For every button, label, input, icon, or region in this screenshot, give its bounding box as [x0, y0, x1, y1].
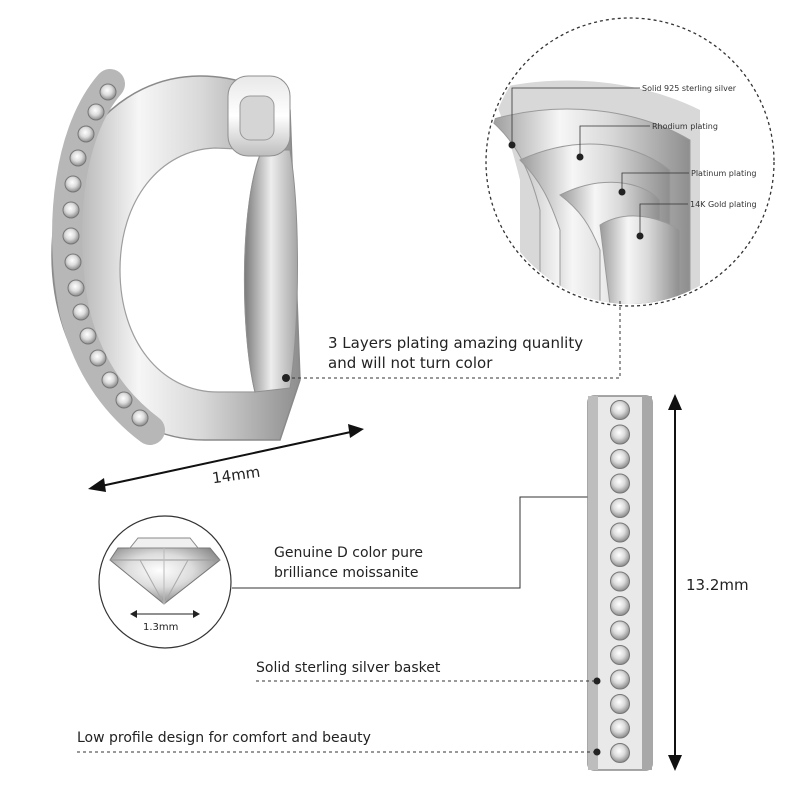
- layer-label-rhodium: Rhodium plating: [652, 122, 718, 131]
- hoop-stone: [131, 409, 149, 427]
- bar-stone: [610, 400, 630, 420]
- hoop-stone: [79, 327, 97, 345]
- bar-stone: [610, 424, 630, 445]
- height-dimension-arrow: [668, 394, 682, 771]
- moissanite-callout: Genuine D color pure brilliance moissani…: [274, 543, 423, 583]
- plating-callout-line2: and will not turn color: [328, 354, 493, 372]
- hoop-stone: [99, 83, 117, 101]
- moissanite-zoom-circle: [98, 515, 232, 649]
- height-dimension-label: 13.2mm: [686, 576, 749, 594]
- bar-stone: [610, 522, 630, 543]
- hoop-stone: [62, 201, 80, 219]
- hoop-earring: 925: [51, 69, 301, 445]
- bar-stone: [610, 743, 630, 763]
- profile-callout: Low profile design for comfort and beaut…: [77, 730, 371, 746]
- hoop-stone: [64, 175, 82, 193]
- hoop-stone: [101, 371, 119, 389]
- moissanite-callout-line2: brilliance moissanite: [274, 565, 419, 581]
- hoop-stone: [69, 149, 87, 167]
- moissanite-callout-line1: Genuine D color pure: [274, 545, 424, 561]
- side-profile-bar: [587, 395, 653, 771]
- bar-stone: [610, 669, 630, 690]
- bar-stone: [610, 571, 630, 592]
- plating-leader-dot: [282, 374, 290, 382]
- plating-zoom-circle: [485, 17, 775, 307]
- layer-label-platinum: Platinum plating: [691, 169, 757, 178]
- hoop-stone: [62, 227, 80, 245]
- profile-leader-dot: [593, 748, 601, 756]
- hoop-stone: [77, 125, 95, 143]
- bar-stone: [610, 718, 630, 739]
- bar-stone: [610, 645, 630, 665]
- hoop-stone-row: [62, 83, 149, 427]
- hinge-slot: [239, 95, 275, 141]
- moissanite-leader-line: [232, 496, 604, 589]
- hoop-stone: [87, 103, 105, 121]
- plating-callout: 3 Layers plating amazing quanlity and wi…: [328, 333, 583, 373]
- hoop-inner-wall: [244, 149, 298, 393]
- bar-stone: [610, 694, 630, 714]
- width-dimension-arrow: [88, 424, 364, 492]
- hoop-stone: [67, 279, 85, 297]
- layer-label-gold: 14K Gold plating: [690, 200, 757, 209]
- basket-callout: Solid sterling silver basket: [256, 660, 441, 676]
- bar-stone: [610, 620, 630, 641]
- stone-size-label: 1.3mm: [143, 622, 179, 633]
- layer-label-sterling: Solid 925 sterling silver: [642, 84, 737, 93]
- hoop-stone: [72, 303, 90, 321]
- basket-leader-dot: [593, 677, 601, 685]
- bar-stone: [610, 498, 630, 518]
- bar-stone: [610, 547, 630, 567]
- bar-stone: [610, 596, 630, 616]
- hoop-stone: [115, 391, 133, 409]
- plating-leader-line: [286, 300, 621, 379]
- hoop-stone: [64, 253, 82, 271]
- bar-stone: [610, 473, 630, 494]
- plating-callout-line1: 3 Layers plating amazing quanlity: [328, 334, 584, 352]
- bar-stone: [610, 449, 630, 469]
- hoop-stone: [89, 349, 107, 367]
- bar-stone-column: [610, 400, 630, 763]
